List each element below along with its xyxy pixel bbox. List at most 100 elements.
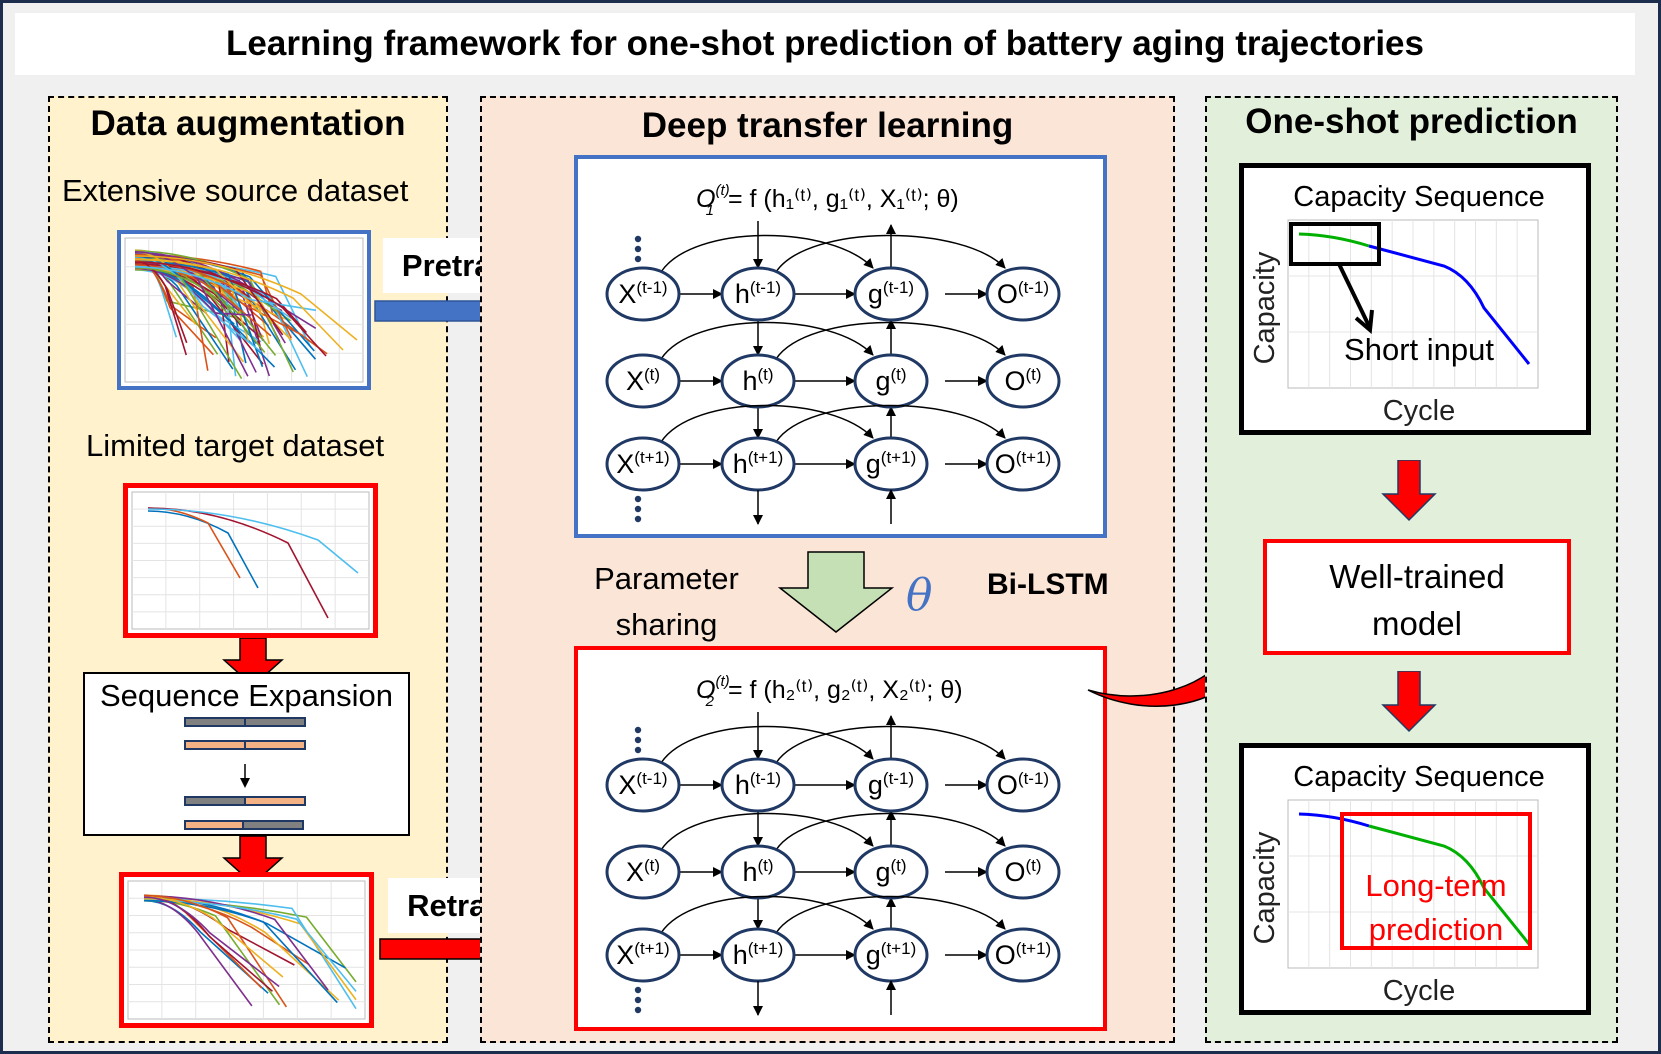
sequence-expansion-label: Sequence Expansion [99, 678, 393, 713]
down-arrow-icon [222, 836, 284, 886]
source-curve [134, 256, 262, 353]
short-input-arrowhead [1354, 309, 1374, 335]
node-label: X(t+1) [616, 939, 669, 970]
node-ellipse [985, 927, 1061, 983]
node-o-2: O(t+1) [985, 436, 1061, 492]
node-label: O(t+1) [995, 448, 1051, 479]
node-ellipse [985, 757, 1061, 813]
dot [634, 495, 642, 503]
node-ellipse [720, 353, 796, 409]
node-h-1: h(t) [720, 844, 796, 900]
sequence-bar-orange-gray [184, 820, 304, 830]
equation-formula: O(t)2= f (h₂⁽ᵗ⁾, g₂⁽ᵗ⁾, X₂⁽ᵗ⁾; θ) [696, 673, 963, 710]
sequence-expansion-illustration [184, 717, 306, 830]
retrained-bilstm-network: O(t)2= f (h₂⁽ᵗ⁾, g₂⁽ᵗ⁾, X₂⁽ᵗ⁾; θ) X(t-1) h… [574, 646, 1107, 1031]
node-g-0: g(t-1) [853, 757, 929, 813]
node-ellipse [605, 436, 681, 492]
node-o-0: O(t-1) [985, 757, 1061, 813]
curve-late [1368, 824, 1531, 945]
panel-data-augmentation: Data augmentation Extensive source datas… [48, 96, 448, 1043]
augmented-curve [143, 896, 280, 988]
skip-edge [775, 895, 1006, 934]
node-x-0: X(t-1) [605, 266, 681, 322]
sequence-expansion-box: Sequence Expansion [83, 672, 410, 836]
panel-deep-transfer-learning: Deep transfer learning O(t)1= f (h₁⁽ᵗ⁾, … [480, 96, 1175, 1043]
node-label: g(t+1) [866, 939, 916, 970]
node-ellipse [720, 266, 796, 322]
node-ellipse [605, 266, 681, 322]
plot-grid [131, 491, 370, 630]
chart-xlabel: Cycle [1383, 395, 1456, 427]
node-label: X(t-1) [618, 769, 667, 800]
node-o-1: O(t) [985, 353, 1061, 409]
long-term-box [1340, 812, 1532, 950]
chart-title: Capacity Sequence [1293, 761, 1545, 793]
source-curve [134, 255, 358, 341]
parameter-sharing-arrow-icon [778, 551, 895, 633]
node-label: h(t+1) [733, 448, 783, 479]
node-g-1: g(t) [853, 353, 929, 409]
node-ellipse [853, 757, 929, 813]
node-h-1: h(t) [720, 353, 796, 409]
node-o-2: O(t+1) [985, 927, 1061, 983]
node-h-2: h(t+1) [720, 436, 796, 492]
node-o-1: O(t) [985, 844, 1061, 900]
ellipsis-dots [634, 726, 642, 754]
curve-early [1298, 812, 1370, 828]
sequence-bar-gray-orange [184, 796, 306, 806]
dot [634, 505, 642, 513]
source-curve [134, 266, 317, 312]
plot-grid [1287, 799, 1539, 969]
node-label: O(t) [1004, 856, 1041, 887]
node-o-0: O(t-1) [985, 266, 1061, 322]
arrow-down-small-icon [240, 764, 250, 788]
parameter-sharing-line1: Parameter [594, 561, 739, 596]
augmented-curve [143, 899, 338, 1004]
source-curve [134, 258, 344, 351]
dot [634, 255, 642, 263]
theta-symbol: θ [906, 570, 933, 621]
dot [634, 736, 642, 744]
target-dataset-plot [123, 483, 378, 638]
chart-ylabel: Capacity [1249, 251, 1281, 364]
dot [634, 996, 642, 1004]
skip-edge [660, 812, 874, 851]
augmented-curves [127, 880, 366, 1020]
skip-edge [660, 725, 874, 764]
long-term-label-2: prediction [1369, 912, 1503, 947]
node-h-0: h(t-1) [720, 266, 796, 322]
node-ellipse [720, 757, 796, 813]
node-ellipse [853, 353, 929, 409]
node-g-2: g(t+1) [853, 436, 929, 492]
pretrained-bilstm-network: O(t)1= f (h₁⁽ᵗ⁾, g₁⁽ᵗ⁾, X₁⁽ᵗ⁾; θ) X(t-1) h… [574, 155, 1107, 538]
target-curves [131, 491, 370, 630]
sequence-bar-gray [184, 717, 306, 727]
parameter-sharing-line2: sharing [615, 607, 718, 642]
equation-formula: O(t)1= f (h₁⁽ᵗ⁾, g₁⁽ᵗ⁾, X₁⁽ᵗ⁾; θ) [696, 182, 959, 219]
node-ellipse [605, 927, 681, 983]
node-label: g(t-1) [868, 769, 914, 800]
curve-late [1368, 244, 1531, 365]
node-h-0: h(t-1) [720, 757, 796, 813]
node-ellipse [985, 266, 1061, 322]
node-label: O(t+1) [995, 939, 1051, 970]
node-label: h(t-1) [735, 769, 781, 800]
panel-title-augmentation: Data augmentation [90, 104, 406, 143]
node-x-2: X(t+1) [605, 927, 681, 983]
node-label: X(t+1) [616, 448, 669, 479]
chart-xlabel: Cycle [1383, 975, 1456, 1007]
panel-title-transfer: Deep transfer learning [641, 106, 1014, 145]
target-curve [147, 508, 359, 574]
dot [634, 986, 642, 994]
node-x-2: X(t+1) [605, 436, 681, 492]
well-trained-model-box: Well-trained model [1263, 539, 1571, 655]
skip-edge [775, 321, 1006, 360]
figure-title: Learning framework for one-shot predicti… [15, 13, 1635, 75]
node-ellipse [605, 353, 681, 409]
sequence-bar-orange [184, 740, 306, 750]
node-label: X(t) [626, 856, 660, 887]
skip-edge [775, 812, 1006, 851]
